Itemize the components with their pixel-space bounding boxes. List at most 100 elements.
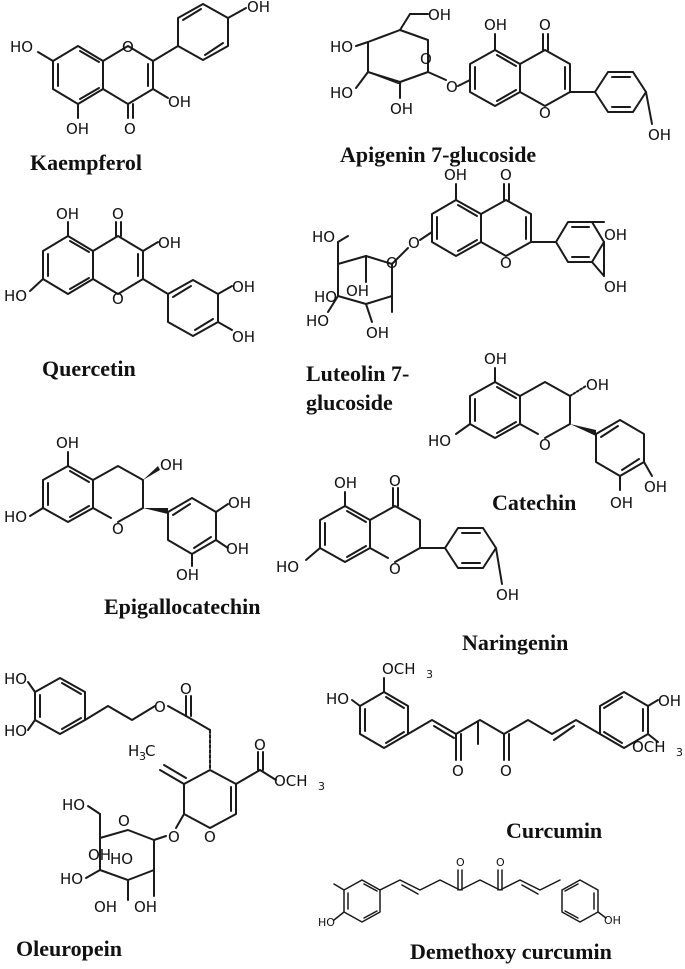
oleuropein-label: Oleuropein: [16, 936, 122, 961]
svg-text:O: O: [168, 828, 180, 846]
svg-text:O: O: [389, 472, 401, 490]
svg-text:OH: OH: [444, 166, 467, 184]
svg-text:O: O: [496, 856, 505, 869]
svg-text:HO: HO: [110, 850, 133, 868]
svg-text:OH: OH: [604, 226, 627, 244]
svg-text:HO: HO: [428, 432, 451, 450]
svg-text:OH: OH: [496, 586, 519, 604]
naringenin-label: Naringenin: [462, 630, 568, 655]
svg-text:OH: OH: [658, 692, 681, 710]
svg-text:HO: HO: [330, 38, 353, 56]
svg-text:OH: OH: [158, 234, 181, 252]
epigallocatechin-label: Epigallocatechin: [104, 594, 260, 619]
kaempferol-oh-4p: OH: [247, 0, 270, 16]
svg-text:O: O: [386, 254, 398, 272]
svg-text:O: O: [254, 736, 266, 754]
svg-text:HO: HO: [318, 916, 335, 929]
quercetin-structure: O OH OH HO O OH OH: [4, 205, 255, 346]
svg-text:OH: OH: [648, 126, 671, 144]
svg-text:O: O: [539, 104, 551, 122]
catechin-label: Catechin: [492, 490, 576, 515]
catechin-structure: OH HO OH O OH OH: [428, 350, 667, 512]
curcumin-label: Curcumin: [506, 818, 602, 843]
svg-text:OH: OH: [56, 205, 79, 223]
svg-text:3: 3: [139, 750, 146, 763]
curcumin-structure: HO OCH 3 O O OH OCH 3: [326, 660, 683, 780]
svg-text:OCH: OCH: [632, 738, 666, 756]
svg-text:HO: HO: [4, 287, 27, 305]
kaempferol-label: Kaempferol: [30, 150, 142, 175]
svg-text:HO: HO: [312, 228, 335, 246]
svg-text:O: O: [180, 680, 192, 698]
naringenin-structure: O OH HO O OH: [276, 472, 519, 604]
svg-text:O: O: [408, 234, 420, 252]
svg-text:OH: OH: [232, 328, 255, 346]
oleuropein-structure: HO HO O O O H 3 C O OCH 3 O: [4, 670, 325, 916]
kaempferol-structure: O O HO OH OH OH: [10, 0, 270, 138]
svg-text:O: O: [446, 78, 458, 96]
demethoxy-curcumin-structure: HO O O OH: [318, 856, 621, 929]
kaempferol-ho-7: HO: [10, 38, 33, 56]
svg-text:O: O: [420, 50, 432, 68]
svg-text:OH: OH: [94, 898, 117, 916]
svg-text:OH: OH: [176, 566, 199, 584]
svg-text:O: O: [500, 762, 512, 780]
svg-text:O: O: [112, 290, 124, 308]
svg-text:HO: HO: [4, 722, 27, 740]
svg-text:C: C: [145, 742, 155, 760]
svg-text:OH: OH: [604, 278, 627, 296]
svg-text:3: 3: [318, 780, 325, 793]
svg-text:O: O: [539, 16, 551, 34]
svg-text:H: H: [128, 742, 139, 760]
svg-text:O: O: [452, 762, 464, 780]
svg-text:O: O: [500, 166, 512, 184]
svg-text:HO: HO: [62, 796, 85, 814]
svg-text:O: O: [112, 205, 124, 223]
svg-text:HO: HO: [330, 84, 353, 102]
svg-text:OH: OH: [56, 434, 79, 452]
svg-text:O: O: [154, 698, 166, 716]
svg-text:OH: OH: [88, 846, 111, 864]
luteolin-7-glucoside-label-line2: glucoside: [306, 390, 393, 415]
svg-text:O: O: [204, 828, 216, 846]
svg-text:OCH: OCH: [382, 660, 416, 678]
kaempferol-carbonyl-o: O: [124, 120, 136, 138]
kaempferol-o-ring: O: [122, 38, 134, 56]
svg-text:O: O: [539, 436, 551, 454]
svg-text:OH: OH: [484, 16, 507, 34]
apigenin-7-glucoside-label: Apigenin 7-glucoside: [340, 142, 536, 167]
svg-text:OH: OH: [134, 898, 157, 916]
svg-text:O: O: [389, 560, 401, 578]
svg-text:HO: HO: [276, 558, 299, 576]
svg-text:OH: OH: [366, 324, 389, 342]
svg-text:O: O: [500, 254, 512, 272]
svg-text:OH: OH: [586, 376, 609, 394]
svg-text:OH: OH: [160, 456, 183, 474]
svg-text:O: O: [456, 856, 465, 869]
svg-text:OH: OH: [390, 100, 413, 118]
demethoxy-curcumin-label: Demethoxy curcumin: [410, 939, 612, 964]
svg-text:HO: HO: [4, 670, 27, 688]
luteolin-7-glucoside-structure: HO O HO OH HO OH O OH O O OH OH: [306, 166, 627, 342]
svg-text:OH: OH: [610, 494, 633, 512]
svg-text:3: 3: [676, 746, 683, 759]
svg-text:OCH: OCH: [274, 772, 308, 790]
svg-text:HO: HO: [314, 288, 337, 306]
svg-text:HO: HO: [60, 870, 83, 888]
svg-text:OH: OH: [232, 278, 255, 296]
svg-text:OH: OH: [428, 6, 451, 24]
svg-text:HO: HO: [306, 312, 329, 330]
svg-text:O: O: [112, 520, 124, 538]
svg-text:O: O: [118, 812, 130, 830]
svg-text:OH: OH: [226, 540, 249, 558]
kaempferol-oh-5: OH: [66, 120, 89, 138]
svg-text:3: 3: [426, 668, 433, 681]
quercetin-label: Quercetin: [42, 356, 136, 381]
epigallocatechin-structure: OH HO OH O OH OH OH: [4, 434, 251, 584]
svg-text:HO: HO: [4, 508, 27, 526]
kaempferol-oh-3: OH: [168, 93, 191, 111]
svg-text:OH: OH: [346, 282, 369, 300]
svg-text:OH: OH: [334, 474, 357, 492]
svg-text:OH: OH: [484, 350, 507, 368]
